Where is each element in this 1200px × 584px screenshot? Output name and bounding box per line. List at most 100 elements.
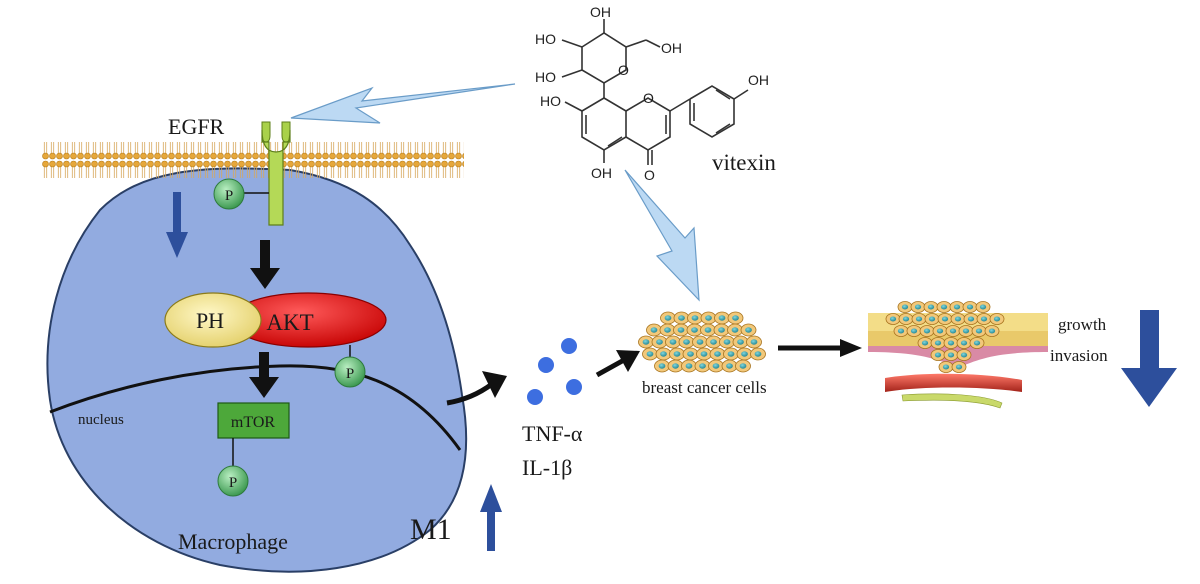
mol-carbonyl-o: O (644, 167, 655, 183)
cancer-cell (669, 347, 685, 361)
cancer-cell (723, 347, 739, 361)
cancer-to-tissue-arrowhead (840, 339, 862, 357)
egfr-label: EGFR (168, 114, 225, 139)
cancer-cell (950, 313, 966, 325)
cancer-cell (705, 335, 722, 349)
cancer-cell (735, 359, 751, 373)
cancer-cell (638, 335, 654, 349)
cancer-cell (932, 325, 948, 337)
cancer-cell (911, 313, 927, 325)
cancer-cell (949, 301, 965, 313)
cytokine-dot (566, 379, 582, 395)
phospho-egfr-label: P (225, 188, 233, 204)
m1-label: M1 (410, 513, 452, 546)
cell-to-cytokines-arrow (446, 381, 494, 406)
egfr-to-akt-arrow (250, 240, 280, 289)
cancer-cell (700, 311, 717, 325)
phospho-mtor-label: P (229, 475, 237, 491)
cancer-cell (963, 313, 979, 325)
mol-ring-o1: O (618, 62, 629, 78)
cancer-cell (655, 347, 672, 361)
egfr-decrease-arrow (166, 192, 188, 258)
cancer-cell (956, 349, 972, 361)
cancer-cell (714, 311, 730, 325)
mol-ring-o2: O (643, 90, 654, 106)
egfr-receptor (261, 121, 291, 226)
cancer-cell (700, 323, 716, 337)
cancer-cell (943, 337, 959, 349)
cytokine-to-cancer-line (595, 357, 626, 378)
il1b-label: IL-1β (522, 455, 572, 480)
cancer-cell (943, 349, 959, 361)
mol-ho-a: HO (540, 93, 561, 109)
ph-label: PH (196, 308, 224, 333)
mtor-label: mTOR (231, 414, 275, 431)
cancer-cell (975, 301, 991, 313)
lipid-bilayer (42, 140, 464, 180)
cancer-cell (962, 301, 978, 313)
cancer-cell (971, 325, 987, 337)
cancer-cell (654, 359, 670, 373)
cancer-cell (642, 347, 658, 361)
mol-oh-bottom: OH (591, 165, 612, 181)
vitexin-label: vitexin (712, 150, 776, 175)
cancer-cell (665, 335, 681, 349)
cancer-cell (667, 359, 684, 373)
cancer-cell (938, 361, 954, 373)
phospho-egfr-bubble (213, 178, 245, 210)
phospho-akt-label: P (346, 366, 354, 382)
m1-increase-arrow (480, 484, 502, 551)
cancer-cell (893, 325, 909, 337)
cancer-cell (727, 311, 744, 325)
cytokine-to-cancer-arrowhead (616, 350, 640, 372)
cancer-cell (660, 311, 676, 325)
vitexin-to-cancer-arrow (624, 169, 700, 302)
cancer-cell (713, 323, 730, 337)
cell-to-cytokines-arrowhead (482, 371, 507, 398)
cancer-cell (682, 347, 699, 361)
cytokine-dot (538, 357, 554, 373)
cancer-cell (673, 311, 690, 325)
cytokine-dot (561, 338, 577, 354)
cancer-cell (937, 313, 953, 325)
breast-cancer-cells-label: breast cancer cells (642, 378, 767, 397)
cancer-cell (750, 347, 766, 361)
cancer-cell (958, 325, 974, 337)
vitexin-structure: OH OH HO HO O HO O OH OH O (535, 4, 769, 183)
cancer-cell (673, 323, 689, 337)
akt-label: AKT (266, 310, 313, 335)
cancer-cell (740, 323, 757, 337)
cancer-cell (898, 313, 914, 325)
cancer-cell (692, 335, 708, 349)
mol-ho-left1: HO (535, 31, 556, 47)
cancer-cell (732, 335, 749, 349)
cancer-cell (945, 325, 961, 337)
macrophage-label: Macrophage (178, 529, 288, 554)
mol-ho-left2: HO (535, 69, 556, 85)
cancer-cell (694, 359, 711, 373)
cancer-cell (930, 349, 946, 361)
nucleus-label: nucleus (78, 412, 124, 428)
cancer-cell (696, 347, 712, 361)
cancer-cell (746, 335, 762, 349)
phospho-akt-bubble (334, 356, 366, 388)
mol-oh-b: OH (748, 72, 769, 88)
macrophage-cell (46, 167, 468, 573)
cancer-cell (984, 325, 1000, 337)
cancer-cell (719, 335, 735, 349)
cancer-cell (976, 313, 992, 325)
cancer-cell (906, 325, 922, 337)
cancer-cell (956, 337, 972, 349)
mol-oh-top: OH (590, 4, 611, 20)
cancer-cell (885, 313, 901, 325)
cancer-cell (681, 359, 697, 373)
cancer-cell (897, 301, 913, 313)
cancer-cell (930, 337, 946, 349)
cancer-cell (651, 335, 668, 349)
cancer-cell (686, 323, 703, 337)
cancer-cell (910, 301, 926, 313)
cancer-cell (924, 313, 940, 325)
cancer-cell (646, 323, 662, 337)
phospho-mtor-bubble (217, 465, 249, 497)
ph-domain (164, 292, 262, 348)
